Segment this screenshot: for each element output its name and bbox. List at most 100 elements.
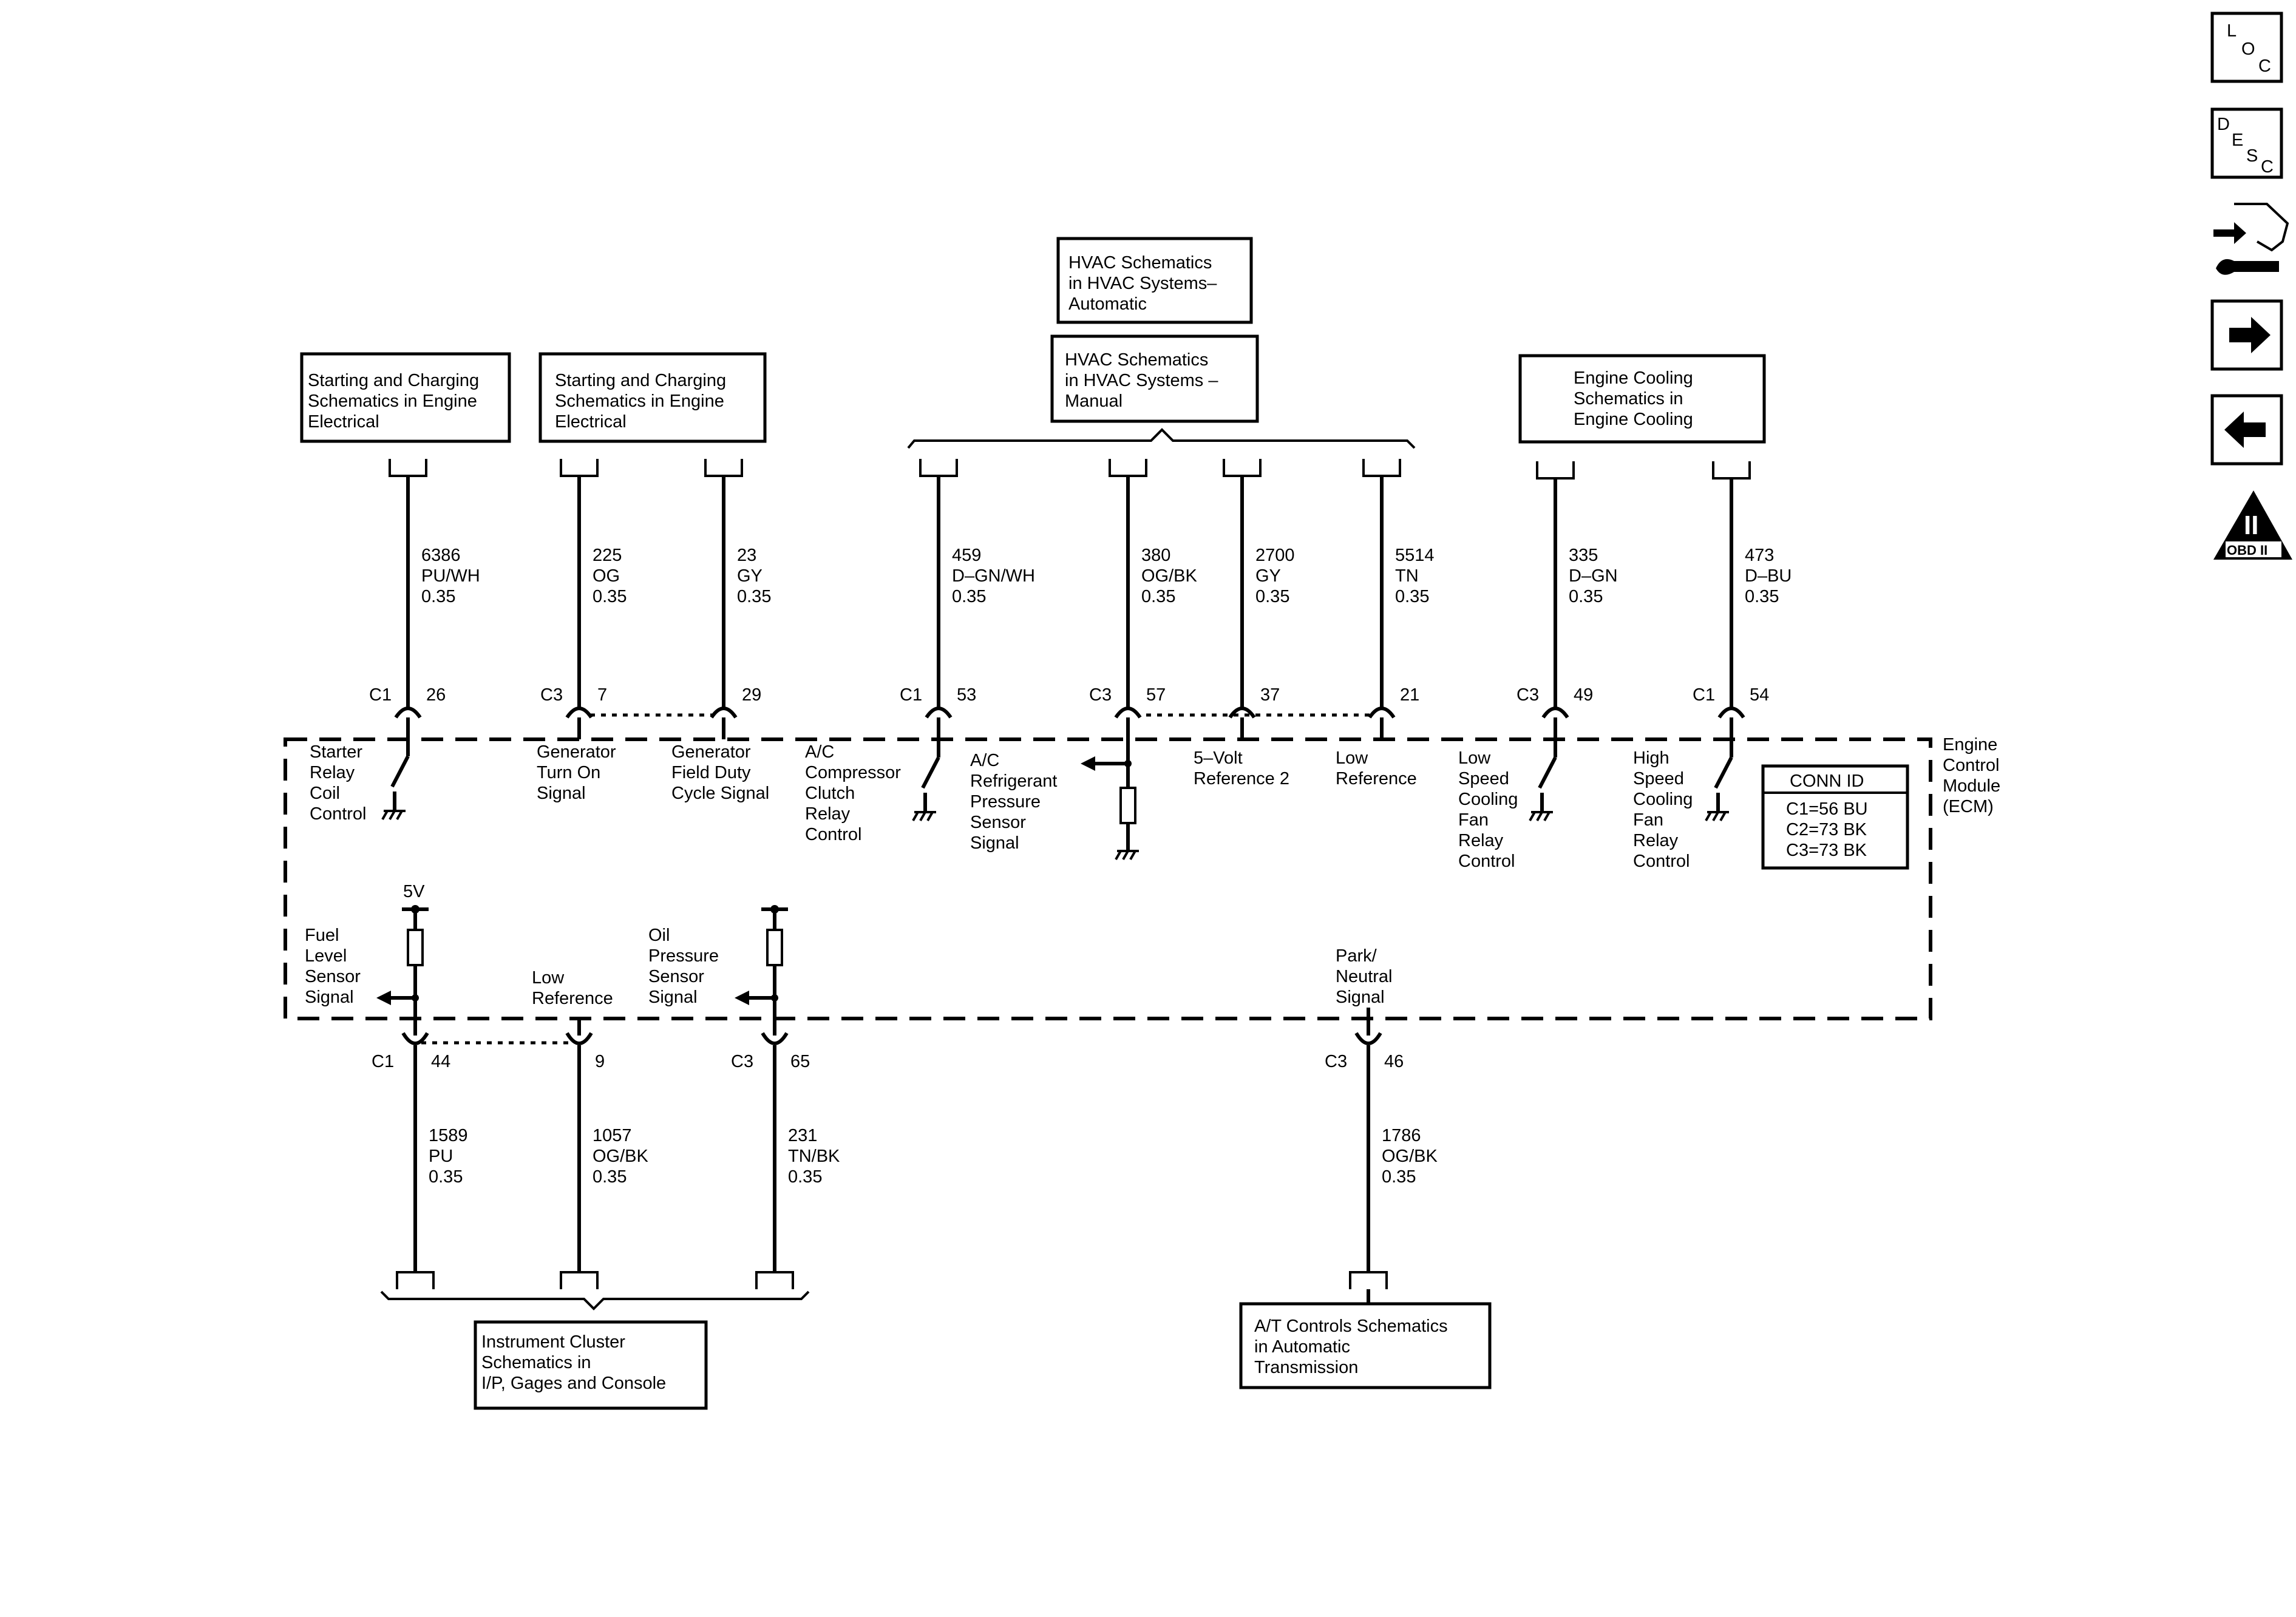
wire-size: 0.35	[788, 1167, 822, 1187]
wire-size: 0.35	[421, 587, 455, 606]
circuit-function: Low	[1458, 748, 1491, 768]
pin-number: 9	[595, 1052, 605, 1071]
circuit-function: Generator	[671, 742, 751, 762]
wire-size: 0.35	[737, 587, 771, 606]
circuit-function: Control	[1633, 852, 1690, 871]
wire-size: 0.35	[593, 1167, 627, 1187]
circuit-function: Turn On	[537, 763, 600, 782]
wire-terminal	[1349, 1271, 1388, 1289]
circuit-function: Signal	[648, 988, 698, 1007]
connector-id: C1	[1693, 685, 1715, 705]
circuit-function: Level	[305, 946, 347, 966]
circuit-function: Low	[532, 968, 565, 988]
obd-ii-icon[interactable]: II OBD II	[2213, 490, 2292, 560]
circuit-function: Generator	[537, 742, 616, 762]
wire-terminal	[1223, 459, 1262, 477]
circuit-function: Signal	[970, 833, 1019, 853]
pin-number: 26	[426, 685, 446, 705]
wire-terminal	[1712, 461, 1751, 480]
connector-pin	[1368, 707, 1396, 719]
circuit-number: 380	[1141, 546, 1170, 565]
circuit-function: Control	[1458, 852, 1515, 871]
wire-size: 0.35	[1745, 587, 1779, 606]
location-icon[interactable]: L O C	[2210, 12, 2283, 83]
circuit-function: Cooling	[1633, 790, 1693, 809]
circuit-function: Cycle Signal	[671, 784, 769, 803]
circuit-number: 459	[952, 546, 981, 565]
circuit-function: Compressor	[805, 763, 901, 782]
connector-id: C1	[900, 685, 922, 705]
circuit-function: Coil	[310, 784, 340, 803]
circuit-number: 1057	[593, 1126, 632, 1145]
svg-text:E: E	[2232, 131, 2243, 150]
signal-arrow	[1081, 756, 1095, 771]
wire-color: D–GN	[1569, 566, 1618, 586]
wire-color: GY	[737, 566, 763, 586]
connector-pin	[925, 707, 953, 719]
circuit-function: Pressure	[970, 792, 1041, 812]
previous-arrow-icon[interactable]	[2210, 394, 2283, 466]
wire-color: TN/BK	[788, 1147, 840, 1166]
connector-service-icon[interactable]	[2213, 203, 2289, 275]
supply-voltage-label: 5V	[403, 882, 425, 901]
circuit-function: Relay	[1633, 831, 1679, 850]
connector-pin	[761, 1032, 789, 1045]
circuit-number: 1589	[429, 1126, 468, 1145]
circuit-function: Starter	[310, 742, 362, 762]
conn-id-lines: C1=56 BU C2=73 BK C3=73 BK	[1786, 799, 1873, 860]
switch-symbol	[1714, 741, 1733, 811]
next-arrow-icon[interactable]	[2210, 299, 2283, 371]
wire-color: D–BU	[1745, 566, 1792, 586]
connector-id: C3	[1089, 685, 1112, 705]
description-icon[interactable]: D E S C	[2210, 107, 2283, 179]
circuit-function: A/C	[970, 751, 999, 770]
connector-pin	[565, 1032, 593, 1045]
circuit-function: Reference	[1336, 769, 1417, 788]
ecm-outline	[284, 737, 1932, 1020]
connector-pin	[1354, 1032, 1382, 1045]
wire-terminal	[1109, 459, 1147, 477]
pin-number: 29	[742, 685, 761, 705]
circuit-number: 6386	[421, 546, 461, 565]
wire-size: 0.35	[1141, 587, 1175, 606]
wire-terminal	[560, 1271, 599, 1289]
connector-pin	[1228, 707, 1256, 719]
ground-symbol	[1115, 850, 1139, 860]
ecm-internal-symbols: 5V	[376, 739, 1733, 1019]
circuit-function: Signal	[537, 784, 586, 803]
signal-arrow	[376, 991, 391, 1005]
conn-id-title: CONN ID	[1790, 771, 1864, 791]
switch-symbol	[1538, 741, 1557, 811]
circuit-function: Sensor	[305, 967, 361, 986]
switch-symbol	[390, 739, 410, 810]
circuit-function: Sensor	[970, 813, 1026, 832]
circuit-function: Park/	[1336, 946, 1377, 966]
connector-pin	[401, 1032, 429, 1045]
circuit-function: Refrigerant	[970, 771, 1057, 791]
wire-size: 0.35	[1382, 1167, 1416, 1187]
connector-id: C3	[540, 685, 563, 705]
